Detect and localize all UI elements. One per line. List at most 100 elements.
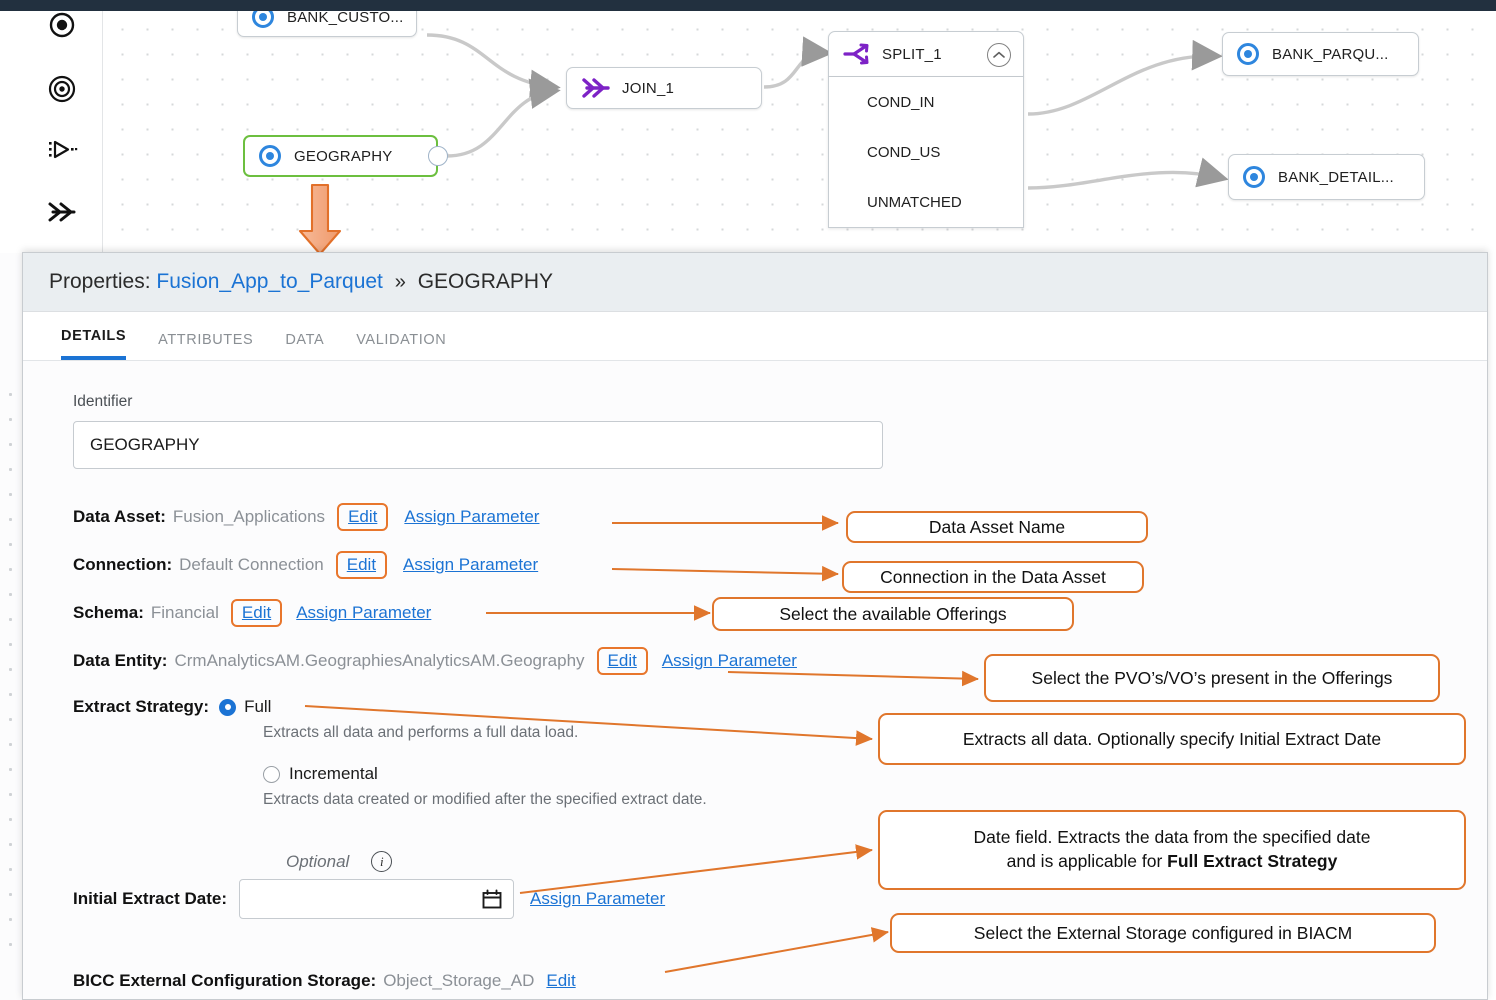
node-label: SPLIT_1 xyxy=(882,45,942,63)
assign-parameter-connection[interactable]: Assign Parameter xyxy=(403,555,539,574)
breadcrumb-current: GEOGRAPHY xyxy=(417,270,554,293)
node-label: BANK_CUSTO... xyxy=(287,11,404,26)
breadcrumb-pipeline-link[interactable]: Fusion_App_to_Parquet xyxy=(156,270,383,293)
top-app-bar xyxy=(0,0,1496,11)
extract-strategy-row: Extract Strategy: Full xyxy=(73,697,1487,717)
canvas-node-geography[interactable]: GEOGRAPHY xyxy=(243,135,438,177)
callout-offerings: Select the available Offerings xyxy=(712,597,1074,631)
tab-details[interactable]: DETAILS xyxy=(61,328,127,360)
geography-output-connector[interactable] xyxy=(428,146,448,166)
target-icon[interactable] xyxy=(22,67,102,111)
assign-parameter-data-entity[interactable]: Assign Parameter xyxy=(661,651,797,670)
field-value: CrmAnalyticsAM.GeographiesAnalyticsAM.Ge… xyxy=(174,651,585,670)
node-label: BANK_PARQU... xyxy=(1272,45,1389,63)
edit-link: Edit xyxy=(241,603,272,622)
tab-data[interactable]: DATA xyxy=(285,332,325,348)
properties-label: Properties: xyxy=(49,270,151,293)
identifier-input[interactable] xyxy=(73,421,883,469)
callout-extracts-all-data: Extracts all data. Optionally specify In… xyxy=(878,713,1466,765)
extract-strategy-incremental-row: Incremental xyxy=(263,764,1487,784)
edit-button-connection[interactable]: Edit xyxy=(335,551,388,579)
target-node-icon xyxy=(1237,43,1259,65)
breadcrumb-separator: » xyxy=(394,271,406,293)
details-form: Identifier Data Asset: Fusion_Applicatio… xyxy=(73,393,1487,991)
callout-date-field-line1: Date field. Extracts the data from the s… xyxy=(973,827,1371,848)
callout-data-asset-name: Data Asset Name xyxy=(846,511,1148,543)
assign-parameter-data-asset[interactable]: Assign Parameter xyxy=(404,507,540,526)
canvas-node-bank-parquet[interactable]: BANK_PARQU... xyxy=(1222,32,1419,76)
split-1-outputs: COND_IN COND_US UNMATCHED xyxy=(828,77,1024,228)
info-icon[interactable]: i xyxy=(371,851,393,872)
canvas-node-split-1[interactable]: SPLIT_1 xyxy=(828,31,1024,77)
tab-validation[interactable]: VALIDATION xyxy=(356,332,447,348)
callout-external-storage: Select the External Storage configured i… xyxy=(890,913,1436,953)
left-gutter-strip xyxy=(0,253,23,1000)
split-output-row[interactable]: COND_IN xyxy=(867,93,935,111)
optional-label: Optional xyxy=(286,851,350,871)
edit-link-bicc-storage[interactable]: Edit xyxy=(546,971,576,990)
edit-button-data-asset[interactable]: Edit xyxy=(337,503,389,531)
callout-date-field-line2-text: and is applicable for xyxy=(1006,851,1168,871)
bicc-storage-label: BICC External Configuration Storage: xyxy=(73,971,377,990)
canvas-node-bank-customer[interactable]: BANK_CUSTO... xyxy=(237,11,417,37)
edit-button-schema[interactable]: Edit xyxy=(230,599,283,627)
initial-extract-date-optional-row: Optional i xyxy=(286,851,1487,872)
tab-attributes[interactable]: ATTRIBUTES xyxy=(158,332,254,348)
canvas-node-join-1[interactable]: JOIN_1 xyxy=(566,67,762,109)
extract-strategy-label: Extract Strategy: xyxy=(73,697,210,716)
radio-full-label: Full xyxy=(244,697,272,716)
field-label: Data Asset: xyxy=(73,507,166,526)
edit-link: Edit xyxy=(607,651,637,670)
source-node-icon xyxy=(252,11,274,28)
split-node-icon xyxy=(843,43,871,65)
callout-date-field-bold: Full Extract Strategy xyxy=(1167,851,1338,871)
edit-link: Edit xyxy=(346,555,377,574)
field-value: Financial xyxy=(150,603,219,622)
initial-extract-date-label: Initial Extract Date: xyxy=(73,889,227,908)
properties-tabs: DETAILS ATTRIBUTES DATA VALIDATION xyxy=(23,312,1487,361)
radio-incremental[interactable] xyxy=(263,765,280,783)
radio-full[interactable] xyxy=(219,698,237,716)
source-node-icon xyxy=(259,145,281,167)
left-gutter-top xyxy=(0,11,22,253)
edit-button-data-entity[interactable]: Edit xyxy=(596,647,648,675)
assign-parameter-schema[interactable]: Assign Parameter xyxy=(296,603,432,622)
chevron-up-icon[interactable] xyxy=(987,43,1011,67)
assign-parameter-initial-extract-date[interactable]: Assign Parameter xyxy=(530,889,666,908)
properties-panel-header: Properties: Fusion_App_to_Parquet » GEOG… xyxy=(23,253,1487,312)
field-label: Schema: xyxy=(73,603,144,622)
filter-icon[interactable] xyxy=(22,128,102,172)
join-node-icon xyxy=(581,77,611,99)
bicc-storage-row: BICC External Configuration Storage: Obj… xyxy=(73,971,1487,991)
node-label: BANK_DETAIL... xyxy=(1278,168,1394,186)
field-row-schema: Schema: Financial Edit Assign Parameter xyxy=(73,599,1487,627)
source-target-icon[interactable] xyxy=(22,3,102,47)
pointer-arrow-down-icon xyxy=(295,183,345,263)
connector-links xyxy=(426,33,1229,190)
split-output-row[interactable]: UNMATCHED xyxy=(867,193,962,211)
edit-link: Edit xyxy=(348,507,378,526)
pipeline-canvas[interactable]: BANK_CUSTO... GEOGRAPHY JOIN_1 xyxy=(102,11,1496,253)
breadcrumb: Properties: Fusion_App_to_Parquet » GEOG… xyxy=(49,270,553,294)
split-output-row[interactable]: COND_US xyxy=(867,143,941,161)
radio-incremental-help: Extracts data created or modified after … xyxy=(263,791,707,808)
bicc-storage-value: Object_Storage_AD xyxy=(383,971,535,990)
field-label: Data Entity: xyxy=(73,651,168,670)
field-row-data-asset: Data Asset: Fusion_Applications Edit Ass… xyxy=(73,503,1487,531)
node-label: JOIN_1 xyxy=(622,79,675,97)
target-node-icon xyxy=(1243,166,1265,188)
join-icon[interactable] xyxy=(22,190,102,234)
initial-extract-date-input[interactable] xyxy=(239,879,514,919)
radio-incremental-label: Incremental xyxy=(289,764,378,783)
field-value: Default Connection xyxy=(179,555,324,574)
field-row-connection: Connection: Default Connection Edit Assi… xyxy=(73,551,1487,579)
canvas-node-bank-detail[interactable]: BANK_DETAIL... xyxy=(1228,154,1425,200)
calendar-icon[interactable] xyxy=(481,888,503,910)
callout-date-field-line2: and is applicable for Full Extract Strat… xyxy=(1007,850,1338,874)
canvas-left-edge xyxy=(102,11,103,253)
field-row-data-entity: Data Entity: CrmAnalyticsAM.GeographiesA… xyxy=(73,647,1487,675)
identifier-label: Identifier xyxy=(73,393,133,410)
callout-pvo-vo: Select the PVO’s/VO’s present in the Off… xyxy=(984,654,1440,702)
callout-date-field: Date field. Extracts the data from the s… xyxy=(878,810,1466,890)
callout-connection: Connection in the Data Asset xyxy=(842,561,1144,593)
